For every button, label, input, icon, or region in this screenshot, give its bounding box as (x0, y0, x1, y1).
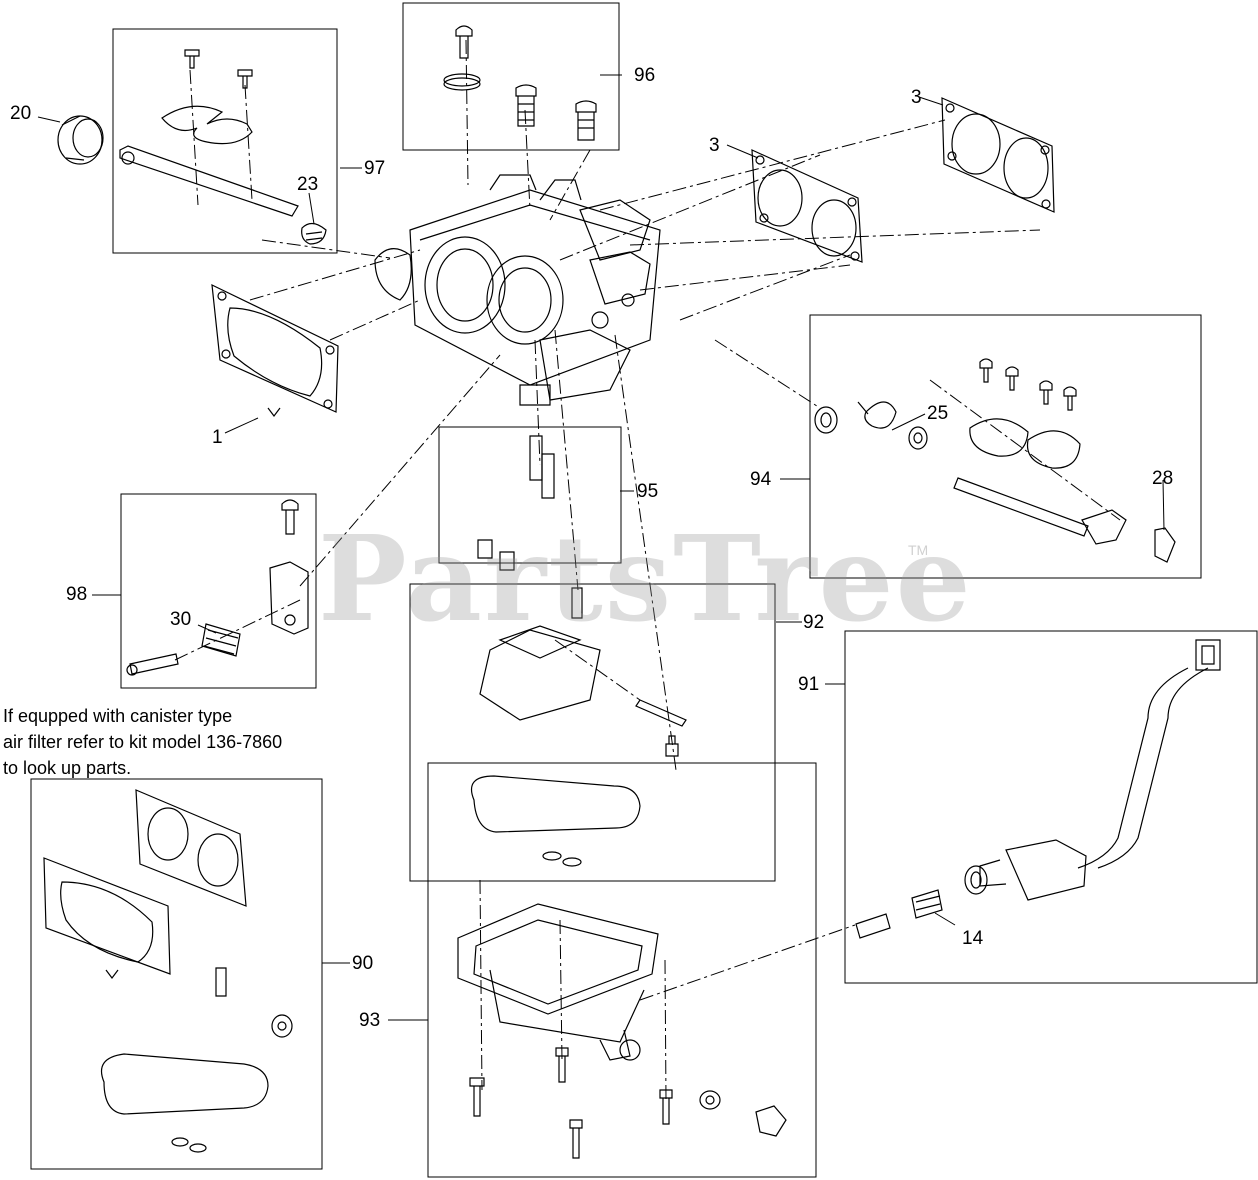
kit-97-parts (119, 49, 327, 245)
gasket-3a (751, 149, 863, 263)
kit-96-parts (443, 25, 597, 141)
callout-98[interactable]: 98 (66, 584, 88, 605)
callout-92[interactable]: 92 (803, 612, 825, 633)
kit-box-96 (402, 2, 620, 151)
gasket-1 (211, 283, 339, 417)
trademark-mark: TM (908, 542, 929, 558)
kit-box-98 (120, 493, 317, 689)
callout-30[interactable]: 30 (170, 609, 192, 630)
callout-25[interactable]: 25 (927, 403, 949, 424)
callout-3a[interactable]: 3 (709, 135, 720, 156)
callout-94[interactable]: 94 (750, 469, 772, 490)
watermark-text: PartsTree (318, 509, 973, 648)
kit-94-parts (814, 358, 1176, 563)
gasket-3b (941, 97, 1055, 213)
callout-28[interactable]: 28 (1152, 468, 1174, 489)
callout-1[interactable]: 1 (212, 427, 223, 448)
kit-98-parts (126, 499, 309, 676)
callout-23[interactable]: 23 (297, 174, 319, 195)
kit-box-90 (30, 778, 323, 1170)
kit-92-parts (470, 587, 687, 867)
callout-14[interactable]: 14 (962, 928, 984, 949)
callout-3b[interactable]: 3 (911, 87, 922, 108)
callout-97[interactable]: 97 (364, 158, 386, 179)
callout-90[interactable]: 90 (352, 953, 374, 974)
kit-box-92 (409, 583, 776, 882)
kit-box-97 (112, 28, 338, 254)
kit-box-91 (844, 630, 1258, 984)
kit-box-95 (438, 426, 622, 564)
note-line-3: to look up parts. (3, 758, 132, 778)
callout-91[interactable]: 91 (798, 674, 820, 695)
carburetor-body (374, 174, 661, 406)
callout-96[interactable]: 96 (634, 65, 656, 86)
kit-90-parts (43, 789, 293, 1153)
kit-box-93 (427, 762, 817, 1178)
part-20-cap (57, 115, 104, 165)
kit-93-parts (457, 903, 787, 1159)
callout-20[interactable]: 20 (10, 103, 32, 124)
callout-93[interactable]: 93 (359, 1010, 381, 1031)
kit-box-94 (809, 314, 1202, 579)
kit-95-parts (477, 435, 555, 571)
callout-95[interactable]: 95 (637, 481, 659, 502)
note-line-2: air filter refer to kit model 136-7860 (3, 732, 283, 752)
canister-filter-note: If equpped with canister type air filter… (3, 703, 282, 781)
note-line-1: If equpped with canister type (3, 706, 233, 726)
kit-91-parts (855, 639, 1221, 939)
